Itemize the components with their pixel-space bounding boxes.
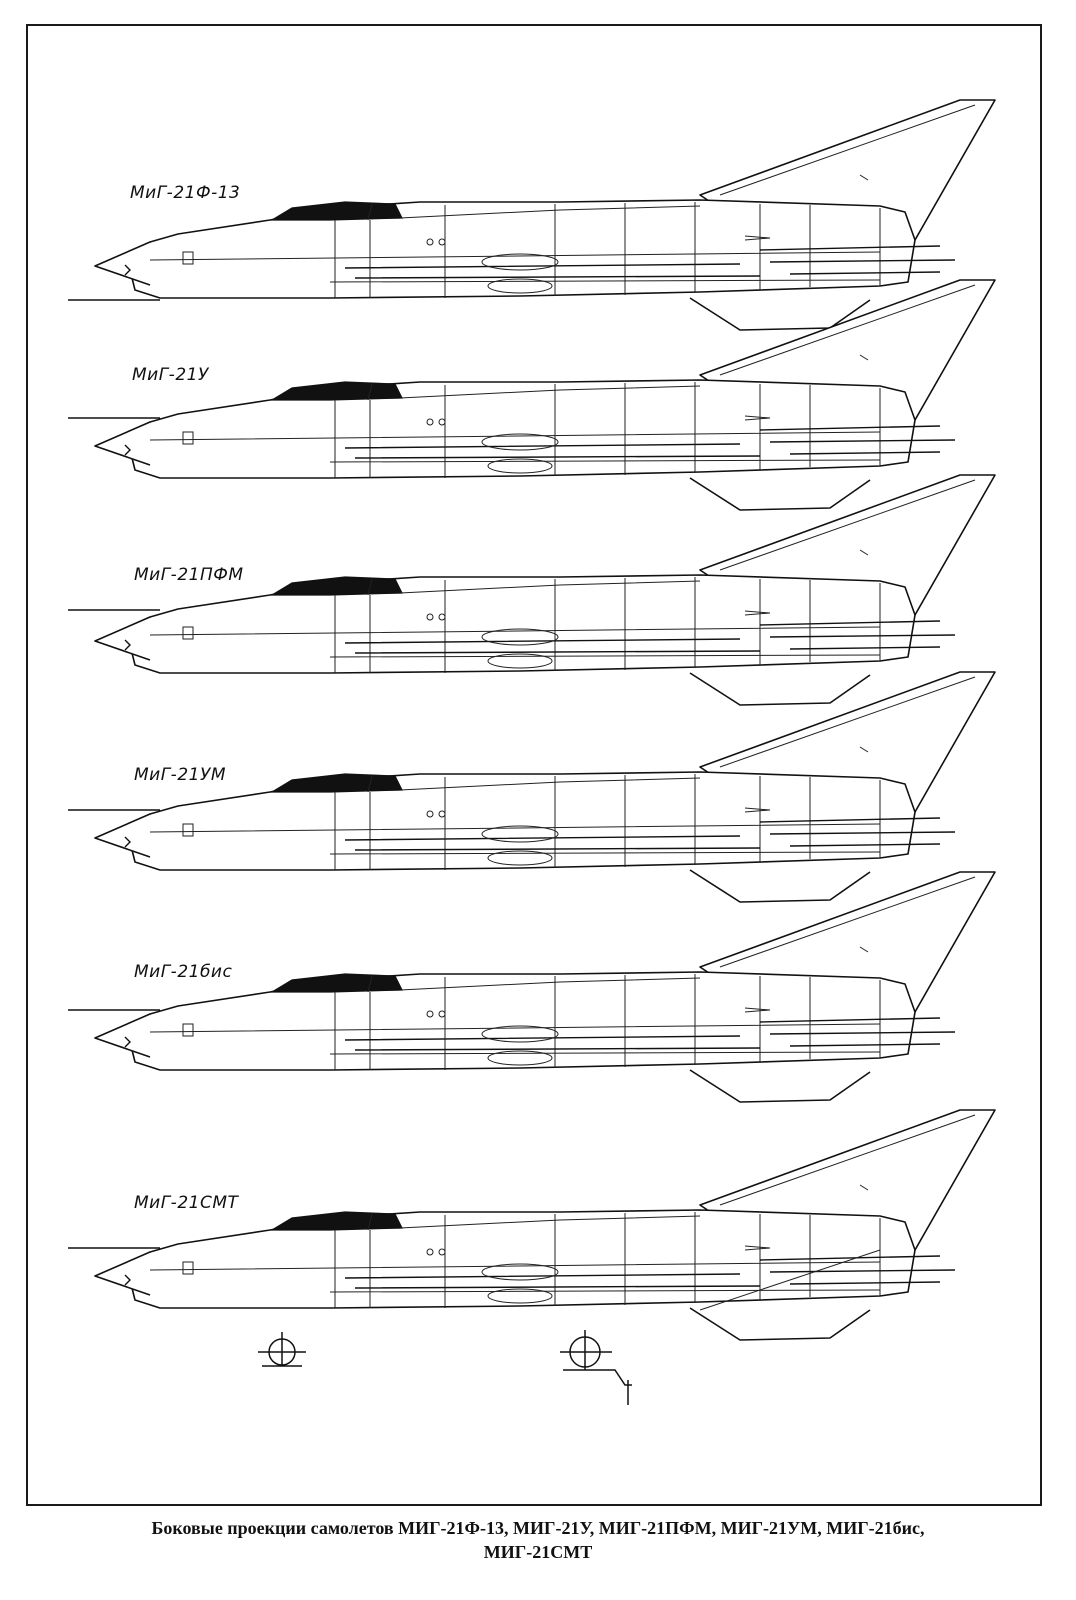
aircraft-mig21pfm <box>68 474 996 706</box>
cg-symbol-right <box>560 1330 632 1405</box>
variant-label: МиГ-21СМТ <box>134 1193 239 1213</box>
aircraft-mig21f13 <box>68 99 996 331</box>
caption-line-2: МИГ-21СМТ <box>483 1542 593 1562</box>
variant-label: МиГ-21УМ <box>134 765 226 785</box>
aircraft-mig21smt <box>68 1109 996 1341</box>
drawing-frame <box>26 24 1042 1506</box>
caption-line-1: Боковые проекции самолетов МИГ-21Ф-13, М… <box>151 1518 925 1538</box>
aircraft-mig21um <box>68 671 996 903</box>
variant-label: МиГ-21ПФМ <box>134 565 244 585</box>
aircraft-mig21u <box>68 279 996 511</box>
cg-symbol-left <box>258 1332 306 1367</box>
variant-label: МиГ-21У <box>132 365 209 385</box>
aircraft-mig21bis <box>68 871 996 1103</box>
variant-label: МиГ-21бис <box>134 962 233 982</box>
variant-label: МиГ-21Ф-13 <box>130 183 241 203</box>
figure-caption: Боковые проекции самолетов МИГ-21Ф-13, М… <box>0 1516 1076 1564</box>
